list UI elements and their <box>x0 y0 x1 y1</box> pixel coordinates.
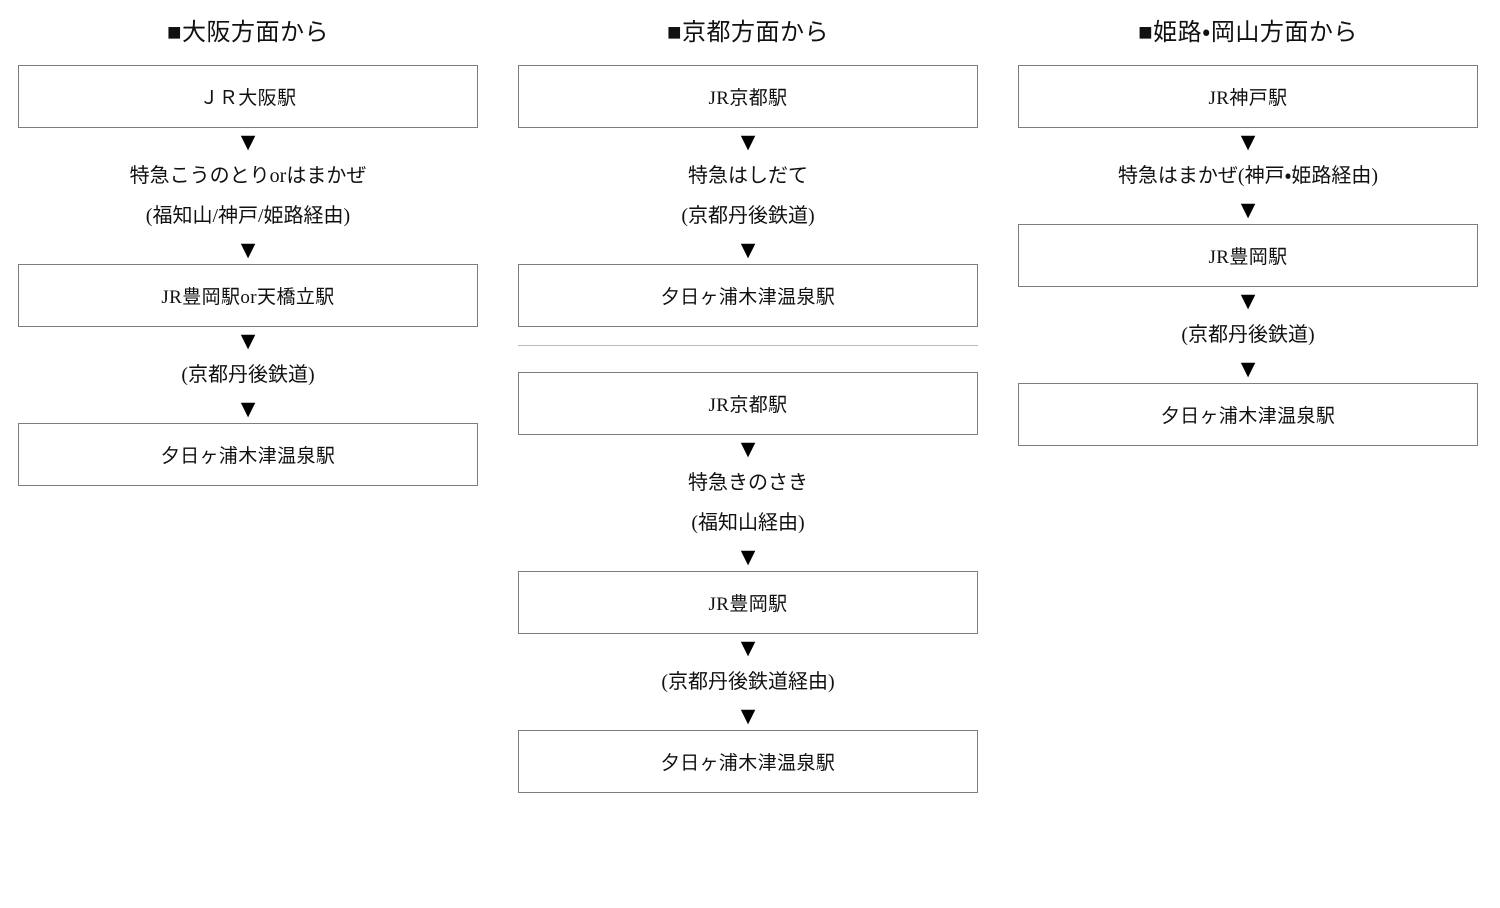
station-box: JR豊岡駅 <box>518 571 978 635</box>
route-flow-1: JR京都駅▼特急はしだて(京都丹後鉄道)▼夕日ヶ浦木津温泉駅 <box>518 65 978 328</box>
down-arrow-icon: ▼ <box>740 131 756 154</box>
route-column-title: ■京都方面から <box>667 20 829 46</box>
down-arrow-icon: ▼ <box>740 438 756 461</box>
transit-note: (福知山経由) <box>691 512 805 535</box>
down-arrow-icon: ▼ <box>740 239 756 262</box>
route-flow-1: ＪＲ大阪駅▼特急こうのとりorはまかぜ(福知山/神戸/姫路経由)▼JR豊岡駅or… <box>18 65 478 487</box>
transit-note: (京都丹後鉄道) <box>681 205 815 228</box>
station-box: JR京都駅 <box>518 372 978 436</box>
station-box: ＪＲ大阪駅 <box>18 65 478 129</box>
station-box: 夕日ヶ浦木津温泉駅 <box>518 730 978 794</box>
down-arrow-icon: ▼ <box>240 330 256 353</box>
down-arrow-icon: ▼ <box>1240 131 1256 154</box>
down-arrow-icon: ▼ <box>740 705 756 728</box>
station-box: JR京都駅 <box>518 65 978 129</box>
station-box: 夕日ヶ浦木津温泉駅 <box>18 423 478 487</box>
transit-note: 特急はしだて <box>688 165 808 188</box>
transit-note: 特急はまかぜ(神戸・姫路経由) <box>1117 165 1379 188</box>
transit-note: 特急こうのとりorはまかぜ <box>129 165 367 188</box>
station-box: JR豊岡駅or天橋立駅 <box>18 264 478 328</box>
down-arrow-icon: ▼ <box>1240 358 1256 381</box>
down-arrow-icon: ▼ <box>240 239 256 262</box>
transit-note: 特急きのさき <box>688 472 808 495</box>
route-flow-2: JR京都駅▼特急きのさき(福知山経由)▼JR豊岡駅▼(京都丹後鉄道経由)▼夕日ヶ… <box>518 372 978 794</box>
station-box: JR豊岡駅 <box>1018 224 1478 288</box>
transit-note: (京都丹後鉄道経由) <box>661 671 835 694</box>
down-arrow-icon: ▼ <box>240 398 256 421</box>
down-arrow-icon: ▼ <box>740 546 756 569</box>
flow-divider <box>518 345 978 347</box>
down-arrow-icon: ▼ <box>1240 199 1256 222</box>
down-arrow-icon: ▼ <box>740 637 756 660</box>
station-box: 夕日ヶ浦木津温泉駅 <box>518 264 978 328</box>
down-arrow-icon: ▼ <box>1240 290 1256 313</box>
route-column-title: ■姫路・岡山方面から <box>1138 20 1358 46</box>
station-box: JR神戸駅 <box>1018 65 1478 129</box>
transit-note: (京都丹後鉄道) <box>1181 324 1315 347</box>
transit-note: (京都丹後鉄道) <box>181 364 315 387</box>
transit-note: (福知山/神戸/姫路経由) <box>145 205 351 228</box>
route-flow-1: JR神戸駅▼特急はまかぜ(神戸・姫路経由)▼JR豊岡駅▼(京都丹後鉄道)▼夕日ヶ… <box>1018 65 1478 447</box>
station-box: 夕日ヶ浦木津温泉駅 <box>1018 383 1478 447</box>
route-column-title: ■大阪方面から <box>167 20 329 46</box>
down-arrow-icon: ▼ <box>240 131 256 154</box>
